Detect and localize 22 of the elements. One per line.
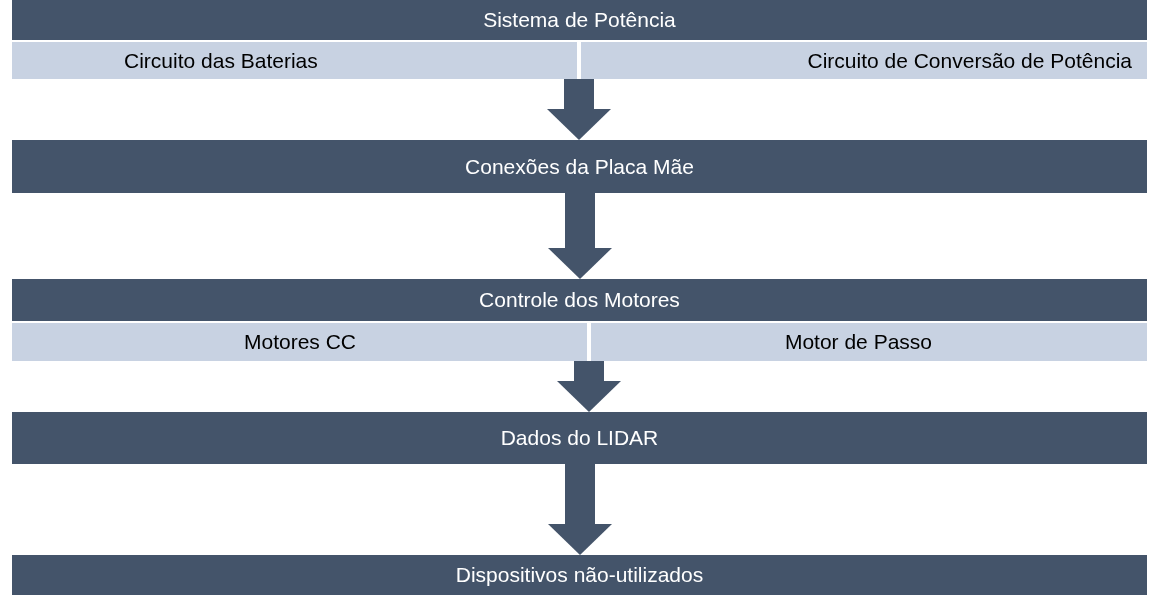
section-bar: [12, 555, 1147, 595]
down-arrow: [548, 464, 612, 555]
section-title: Sistema de Potência: [483, 8, 676, 32]
subsection-bar: [581, 42, 1147, 79]
down-arrow: [548, 193, 612, 279]
down-arrow: [547, 79, 611, 140]
subsection-bar: [12, 42, 577, 79]
section-title: Conexões da Placa Mãe: [465, 154, 694, 179]
section-title: Dispositivos não-utilizados: [455, 563, 704, 587]
section-title: Motor de Passo: [784, 330, 932, 354]
section-bar: [12, 0, 1147, 40]
section-bar: [12, 412, 1147, 464]
section-title: Controle dos Motores: [479, 288, 680, 312]
section-title: Dados do LIDAR: [500, 426, 659, 450]
section-title: Circuito das Baterias: [124, 48, 318, 73]
section-bar: [12, 279, 1147, 321]
subsection-bar: [12, 323, 587, 361]
down-arrow: [557, 361, 621, 412]
subsection-bar: [591, 323, 1147, 361]
section-title: Motores CC: [244, 330, 357, 354]
section-bar: [12, 140, 1147, 193]
section-title: Circuito de Conversão de Potência: [807, 48, 1132, 73]
